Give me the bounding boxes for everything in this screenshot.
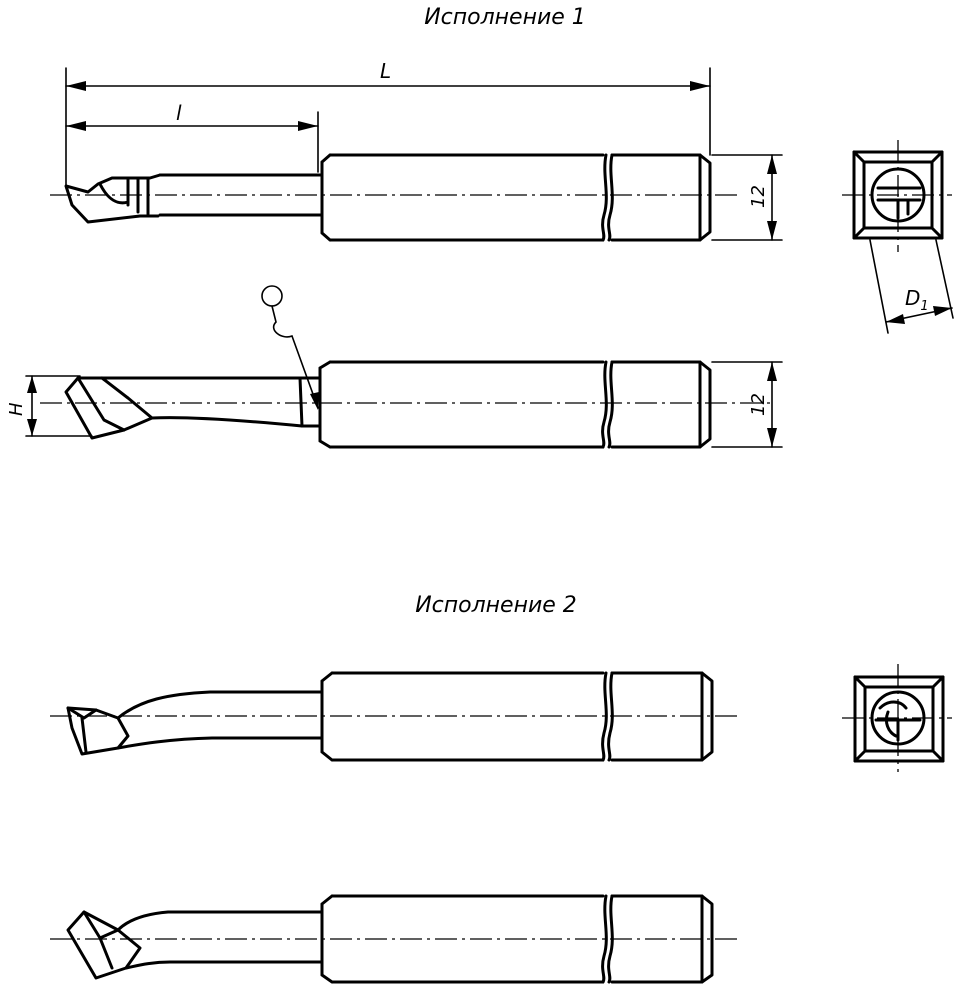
v2-side-shank-end [610, 894, 714, 984]
v2-end-view [842, 664, 952, 772]
v2-top-view [50, 671, 738, 762]
v1-side-shank-end [610, 360, 712, 449]
dim-12-side-arrows [767, 362, 777, 447]
v1-top-view: L l 12 [50, 59, 783, 242]
v1-top-break-line [601, 153, 614, 242]
v1-side-shank [318, 360, 605, 449]
v2-end-circle [870, 690, 926, 746]
v2-side-view [50, 894, 738, 984]
v1-top-neck [158, 173, 324, 217]
v2-end-square-outer [853, 675, 945, 763]
dim-D1-arrows [886, 306, 952, 324]
v2-side-head-detail [82, 910, 120, 970]
v2-top-shank [320, 671, 605, 762]
v1-top-head [64, 173, 162, 224]
v1-side-marker-leader [271, 305, 319, 409]
v1-end-insert [876, 186, 922, 220]
v1-side-break-line [601, 360, 614, 449]
v2-side-break-line [601, 894, 614, 984]
v1-side-head-detail [76, 376, 304, 432]
variant2-title: Исполнение 2 [415, 593, 577, 618]
v1-end-square-outer [852, 150, 944, 240]
v2-top-break-line [601, 671, 614, 762]
v2-top-head [66, 706, 130, 756]
variant1-title: Исполнение 1 [424, 5, 586, 30]
v2-end-insert [874, 700, 922, 742]
v2-side-shank [320, 894, 605, 984]
v1-end-view: D1 [842, 140, 954, 334]
v2-top-neck [116, 690, 324, 750]
v2-side-neck [116, 910, 324, 970]
v2-top-shank-end [610, 671, 714, 762]
v1-end-square-chamfer [852, 150, 944, 240]
dim-D1-ext-right [935, 239, 954, 319]
v1-side-view: H 12 [6, 285, 783, 449]
dim-D1-ext-left [869, 239, 889, 334]
v1-end-circle [870, 167, 926, 223]
v1-top-shank-end [610, 153, 712, 242]
v1-side-marker-arrow [310, 392, 319, 410]
dim-12-top-label: 12 [748, 185, 769, 208]
dim-L-label: L [380, 59, 391, 83]
v1-side-marker-circle [261, 285, 283, 307]
v1-side-head [64, 376, 154, 440]
dim-12-side-label: 12 [748, 393, 769, 416]
dim-l-label: l [176, 101, 182, 125]
v1-side-neck [100, 376, 322, 428]
dim-H-arrows [27, 376, 37, 436]
dim-H-label: H [6, 402, 27, 416]
dim-12-top-arrows [767, 155, 777, 240]
v1-top-head-detail [98, 176, 150, 216]
v1-top-shank [320, 153, 605, 242]
v2-end-square-chamfer [853, 675, 945, 763]
dim-D1-label: D1 [905, 286, 929, 314]
v2-top-head-detail [66, 706, 98, 754]
